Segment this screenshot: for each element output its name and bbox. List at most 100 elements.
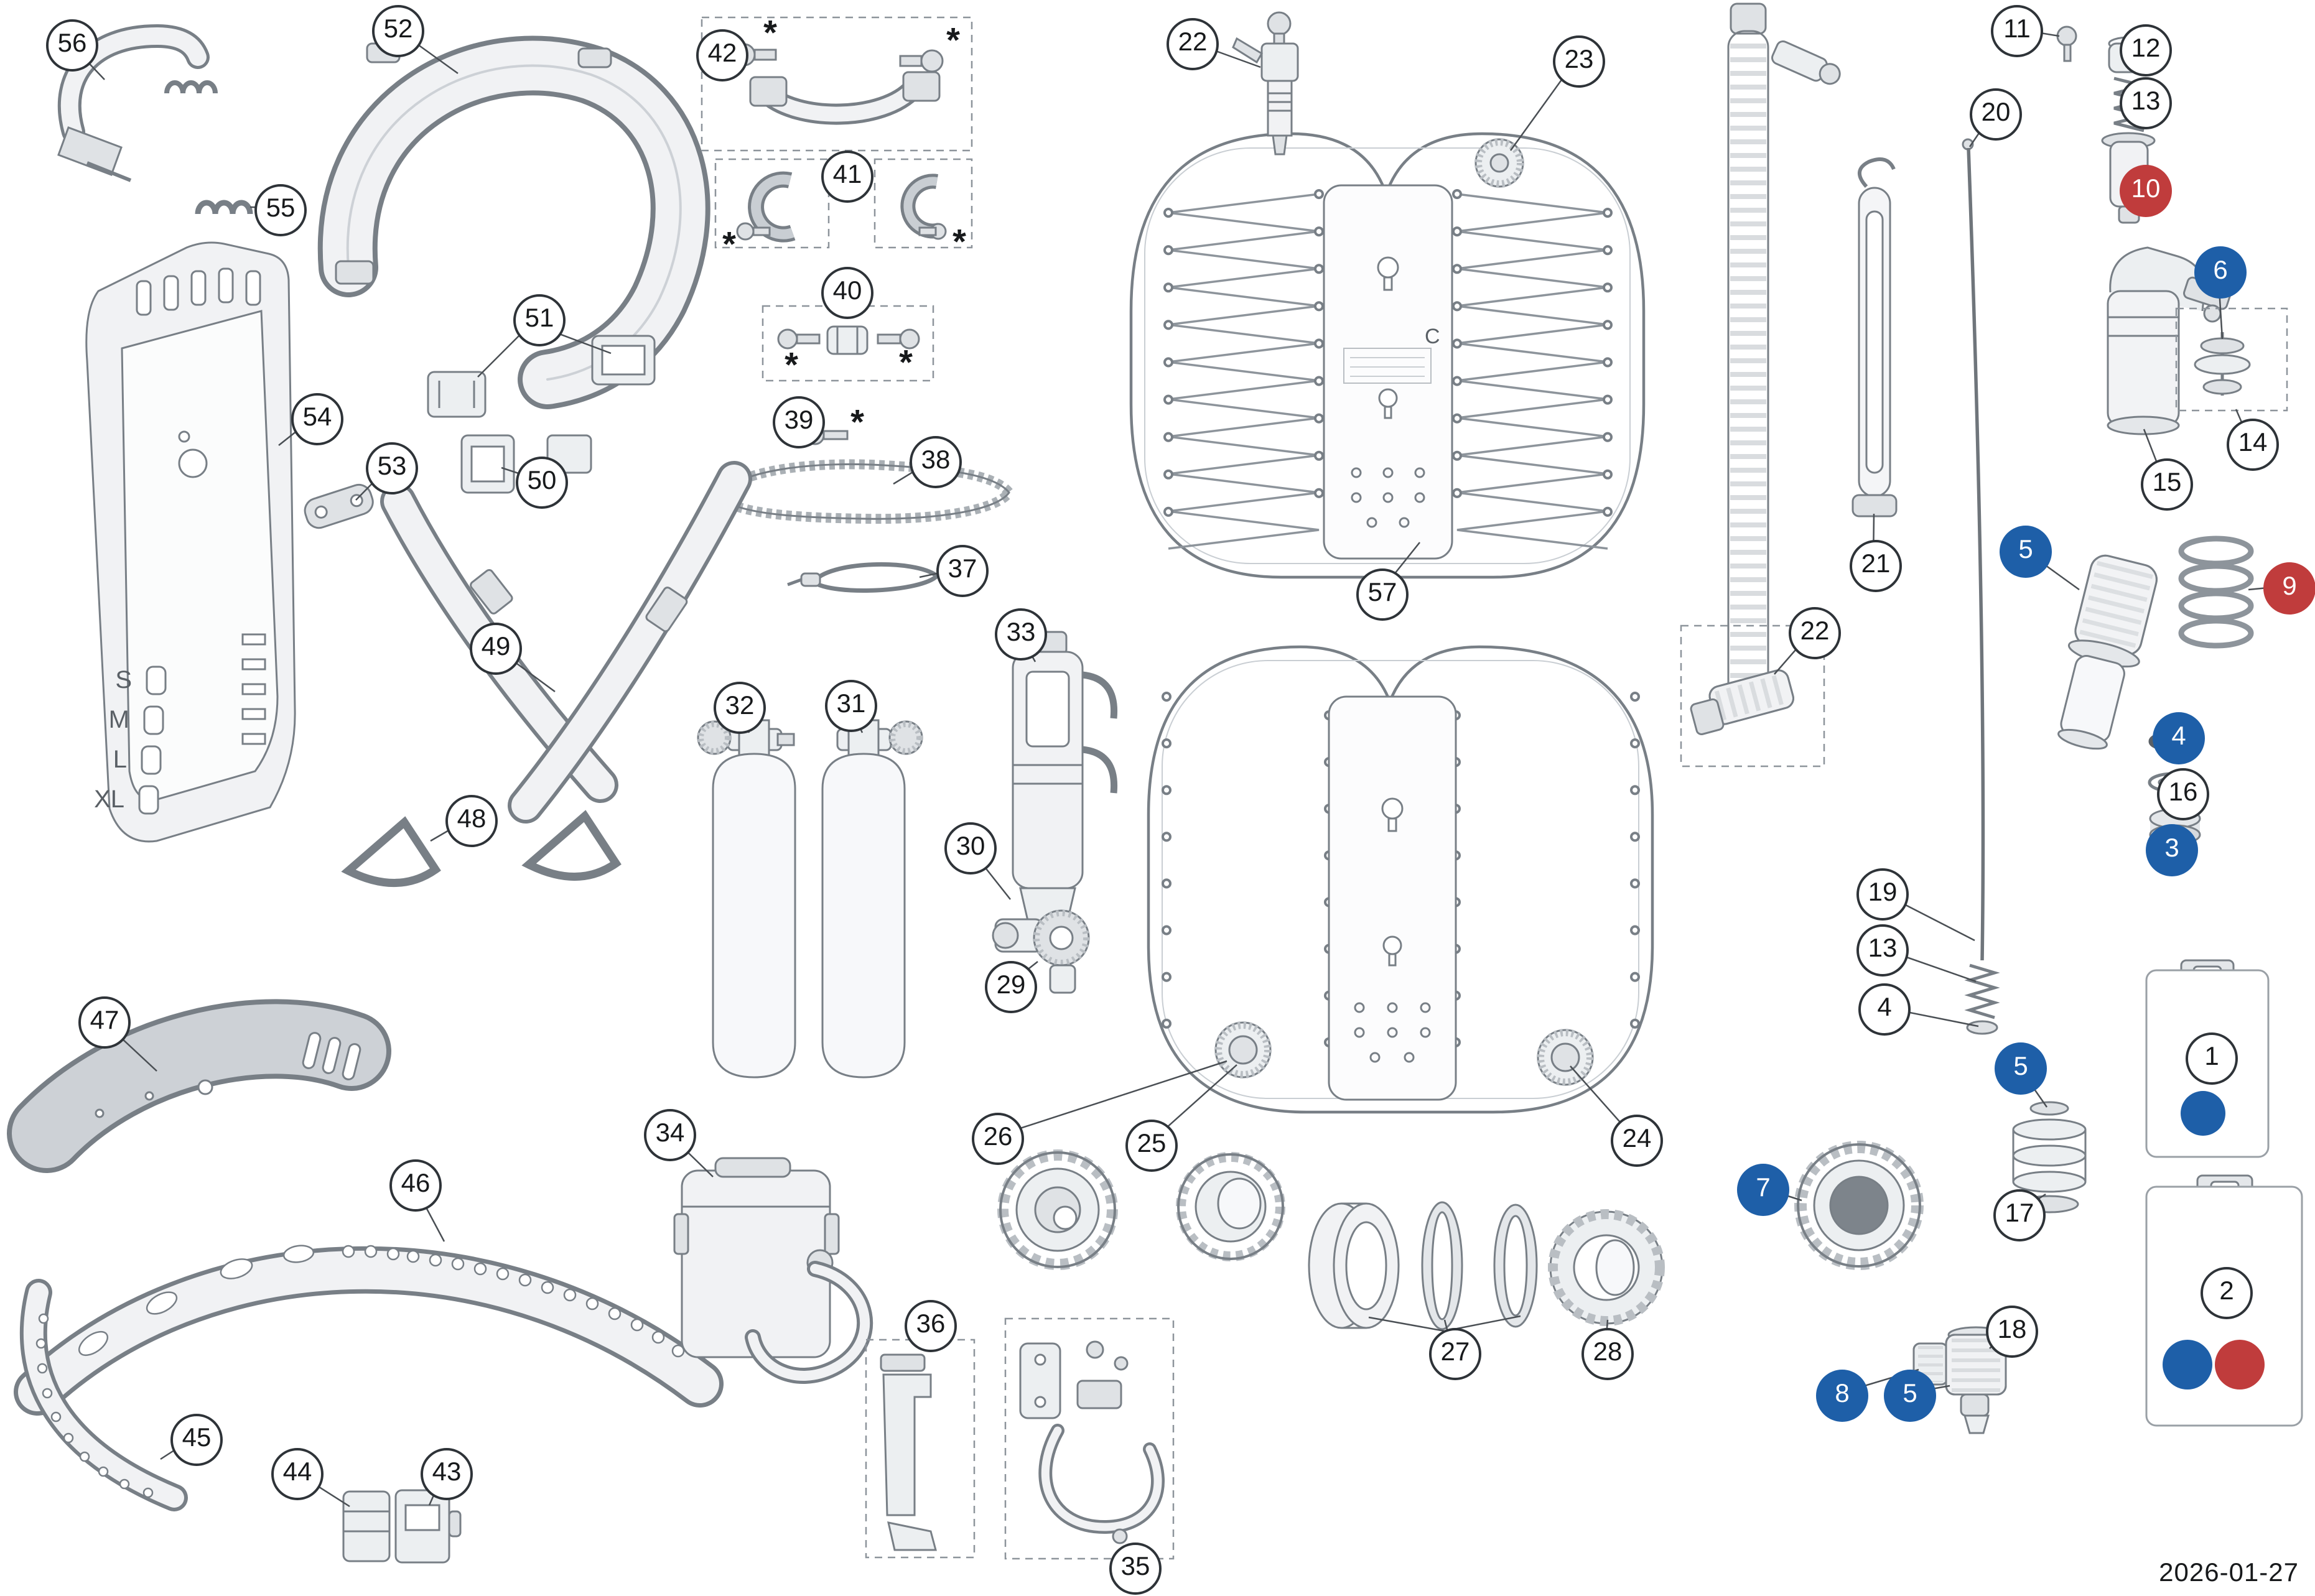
part-webbing-clip-upper [164,80,218,94]
leader-line-12 [2132,47,2144,57]
part-valve-25 [1176,1152,1285,1261]
part-vent-knob [1474,138,1524,188]
callout-29: 29 [985,961,1037,1013]
leader-line-55 [249,206,279,209]
part-box-41 [714,158,973,249]
leader-line-11 [2014,27,2060,37]
kit-dot-red [2215,1340,2265,1390]
part-retractor [1852,157,1898,517]
callout-14: 14 [2227,419,2279,471]
part-gasket-set [1308,1201,1538,1330]
part-kit-package-2 [2145,1174,2303,1427]
plate-size-l: L [113,746,127,773]
leader-line-32 [736,705,750,733]
leader-line-37 [919,567,961,578]
leader-line-47 [101,1019,157,1072]
leader-line-10 [2136,180,2144,189]
callout-33: 33 [995,608,1047,661]
leader-line-49 [493,645,556,693]
part-canister [673,1157,873,1384]
leader-line-39 [796,419,813,432]
callout-52: 52 [372,5,424,57]
part-d-rings [341,810,622,887]
callout-48: 48 [445,795,498,847]
leader-line-56 [69,42,105,80]
leader-line-5 [2023,548,2080,591]
leader-line-3 [2168,830,2175,848]
part-shoulder-harness [317,35,710,409]
asterisk-mark: * [953,221,966,261]
callout-41: 41 [821,151,873,203]
callout-36: 36 [905,1300,957,1352]
callout-18: 18 [1986,1306,2038,1358]
part-box-40 [762,305,934,382]
leader-line-23 [1509,58,1578,151]
part-quick-connect [1912,1326,2007,1434]
callout-11: 11 [1991,5,2043,57]
asterisk-mark: * [785,345,798,384]
leader-line-16 [2174,784,2181,792]
callout-51: 51 [513,294,566,346]
callout-16: 16 [2157,768,2209,820]
part-buckles [427,335,656,494]
leader-line-29 [1008,961,1038,985]
part-valve-stem [2056,26,2156,224]
leader-line-4 [2171,735,2178,742]
callout-38: 38 [910,436,962,488]
leader-line-4 [1881,1006,1979,1028]
leader-line-45 [160,1436,195,1460]
callout-13: 13 [2120,77,2172,129]
plate-size-m: M [109,706,129,733]
callout-7: 7 [1737,1164,1789,1216]
callout-46: 46 [389,1159,442,1212]
callout-1: 1 [2186,1032,2238,1085]
callout-54: 54 [291,393,343,445]
leader-line-26 [995,1060,1227,1138]
part-shoulder-webbing [380,461,752,824]
asterisk-mark: * [899,342,913,382]
part-elbow-assembly [2107,246,2288,435]
part-cylinder-32 [697,719,796,1079]
callout-56: 56 [46,19,98,72]
leader-line-30 [967,845,1011,900]
callout-15: 15 [2141,458,2193,511]
part-oring-stack [2148,731,2201,845]
part-cummerbund [14,1245,724,1416]
kit-dot-blue [2163,1340,2212,1390]
part-inflator-head [1232,11,1299,155]
part-box-35 [1004,1317,1175,1560]
part-pull-rod [1962,138,2000,1035]
callout-10: 10 [2120,165,2172,217]
callout-30: 30 [944,822,997,875]
leader-line-51 [477,317,538,378]
asterisk-mark: * [763,12,777,52]
callout-32: 32 [714,682,766,734]
asterisk-mark: * [850,402,864,442]
callout-8: 8 [1816,1370,1868,1422]
callout-39: 39 [773,396,825,448]
callout-5: 5 [1995,1042,2047,1095]
leader-line-7 [1760,1186,1802,1202]
callout-17: 17 [1993,1189,2046,1241]
part-box-42 [701,16,973,152]
leader-line-57 [1379,542,1420,593]
part-webbing-clip [195,200,253,215]
leader-line-27 [1443,1319,1454,1352]
kit-dot-blue [2181,1091,2225,1136]
part-hose-coupler [2057,554,2158,750]
leader-line-48 [430,817,470,842]
callout-31: 31 [825,680,877,732]
callout-28: 28 [1581,1328,1634,1380]
callout-40: 40 [821,267,873,319]
leader-line-18 [1989,1329,2010,1349]
part-disc-stack [2012,1101,2087,1213]
part-valve-26 [997,1149,1118,1270]
callout-47: 47 [78,996,131,1049]
part-inflation-module [992,631,1118,994]
leader-line-31 [847,703,864,733]
part-corrugated-hose [1680,2,1841,768]
leader-line-5 [1907,1385,1950,1394]
